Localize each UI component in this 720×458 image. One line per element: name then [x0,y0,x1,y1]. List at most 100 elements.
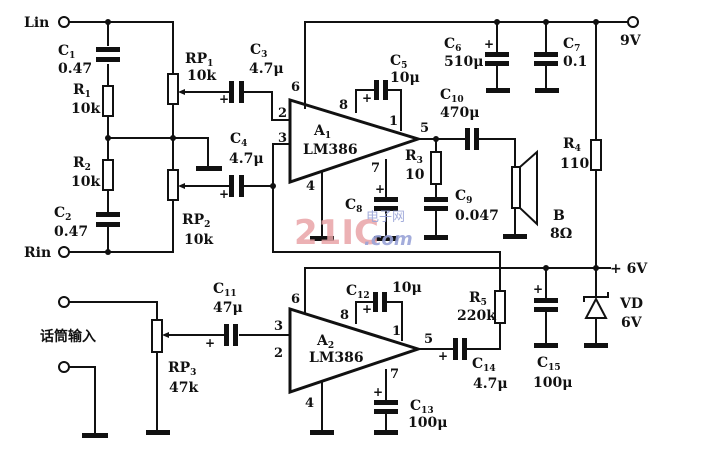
a1-pin1: 1 [389,114,398,129]
terminal-rin [58,246,70,258]
potentiometer-rp3 [151,319,163,353]
resistor-r5 [494,290,506,324]
label-c3-value: 4.7μ [249,61,284,77]
label-vd-value: 6V [621,315,643,331]
capacitor-c14: + [438,338,467,363]
label-c5-value: 10μ [390,70,420,86]
label-r1-ref: R1 [73,82,91,100]
a1-pin6: 6 [291,80,300,95]
a1-pin5: 5 [420,121,429,136]
label-c1-ref: C1 [58,43,75,61]
capacitor-c4: + [219,175,244,201]
label-c6-value: 510μ [444,54,483,70]
terminal-9v [627,16,639,28]
label-a2-value: LM386 [309,350,364,366]
terminal-mic-plus [58,296,70,308]
label-c5-ref: C5 [390,53,407,71]
label-a1-value: LM386 [303,142,358,158]
capacitor-c12: + [362,292,387,316]
label-speaker-value: 8Ω [550,226,572,242]
wiper-arrow-icon [178,183,185,189]
label-9v: 9V [620,33,642,49]
watermark-brand: 21IC [294,213,379,253]
ground-icon [310,236,334,241]
label-speaker-ref: B [553,208,565,224]
amplifier-a2 [288,306,423,395]
svg-text:+: + [219,92,229,106]
label-rp2-ref: RP2 [182,212,210,230]
label-r2-value: 10k [71,174,100,190]
label-c13-ref: C13 [410,398,434,416]
label-c6-ref: C6 [444,36,461,54]
capacitor-c10 [465,128,479,150]
label-r3-ref: R3 [405,148,423,166]
ground-icon [310,430,334,435]
a2-pin5: 5 [424,332,433,347]
amplifier-a1 [288,97,423,185]
label-c1-value: 0.47 [58,61,92,77]
capacitor-c13: + [373,385,398,414]
ground-icon [424,235,448,240]
label-rp2-value: 10k [184,232,213,248]
wires [69,21,634,436]
label-c3-ref: C3 [250,42,267,60]
label-c4-ref: C4 [230,131,247,149]
wire-a1-pin8 [355,89,375,113]
label-a2-ref: A2 [316,333,334,351]
ground-icon [486,88,510,93]
label-vd-ref: VD [619,296,643,312]
wire-a1-pin1 [386,89,402,131]
ground-icon [584,343,608,348]
label-c11-value: 47μ [213,300,243,316]
a1-pin8: 8 [339,98,348,113]
wire-mic-top [69,301,158,321]
potentiometer-rp1 [167,73,179,105]
capacitor-c8: + [374,182,398,211]
capacitor-c7 [534,52,558,66]
a2-pin8: 8 [340,308,349,323]
wire-mic-bottom [69,366,96,436]
wire-c10-speaker [479,138,516,168]
wire-mid-ground [107,137,209,169]
label-c7-ref: C7 [563,36,580,54]
label-r5-value: 220k [457,308,496,324]
capacitor-c9 [424,197,448,211]
ground-icon [374,430,398,435]
wiper-arrow-icon [178,89,185,95]
ground-icon [535,88,559,93]
a2-pin1: 1 [392,324,401,339]
a2-pin3: 3 [274,319,283,334]
wire-a2-pin1 [385,301,403,341]
label-6v: + 6V [610,261,648,277]
label-c10-value: 470μ [440,105,479,121]
junctions [105,19,599,271]
wire-6v-rail [304,267,611,314]
resistor-r1 [102,85,114,117]
terminal-lin [58,16,70,28]
ground-icon [196,166,222,171]
label-r1-value: 10k [71,101,100,117]
ground-icon [374,236,398,241]
label-c15-ref: C15 [537,355,561,373]
speaker-icon [511,149,538,227]
label-c14-ref: C14 [472,356,496,374]
capacitor-c1 [96,47,120,62]
resistor-r3 [430,151,442,185]
svg-text:+: + [205,336,215,350]
svg-text:+: + [484,37,494,51]
label-rin: Rin [24,245,51,261]
svg-text:+: + [362,91,372,105]
ground-icon [503,234,527,239]
label-c10-ref: C10 [440,87,464,105]
resistor-r4 [590,139,602,171]
a2-pin2: 2 [274,346,283,361]
watermark: 21IC 电子网 .com [294,210,413,253]
zener-diode-icon [583,292,609,319]
capacitor-c15: + [533,282,558,312]
wire-c3-pin2 [244,91,291,121]
ground-icon [146,430,170,435]
label-rp3-ref: RP3 [168,360,196,378]
svg-text:+: + [375,182,385,196]
terminal-mic-minus [58,361,70,373]
label-c9-ref: C9 [455,188,472,206]
